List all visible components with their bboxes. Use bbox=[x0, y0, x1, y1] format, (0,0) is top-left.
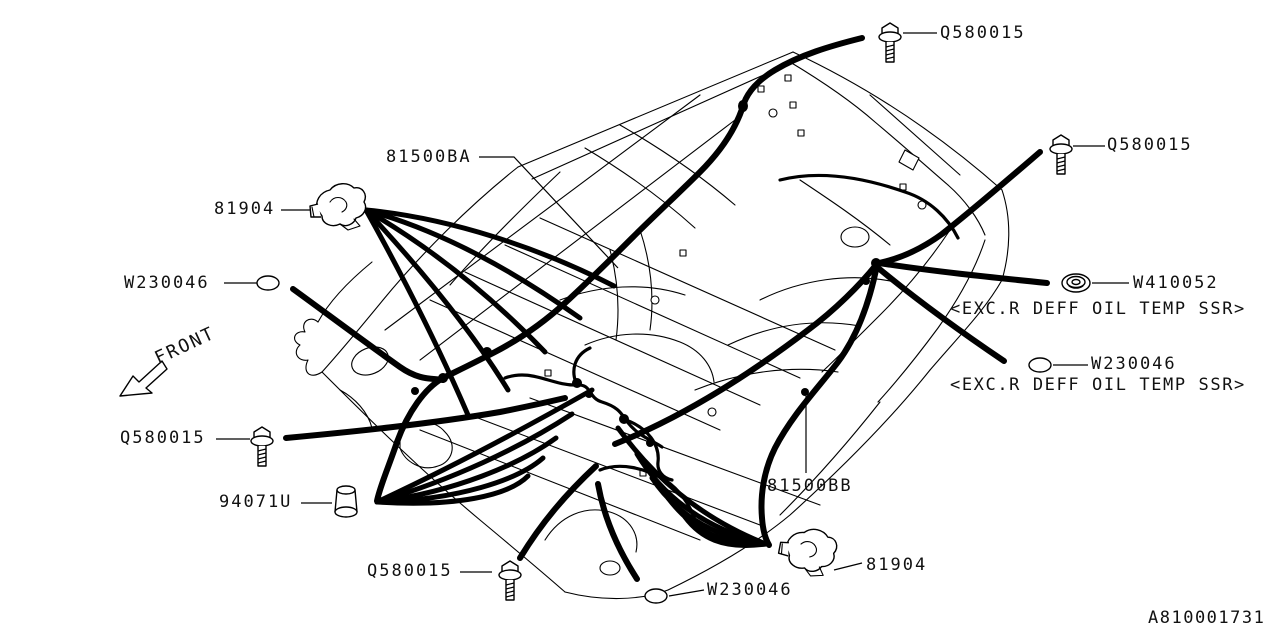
harness-lines bbox=[283, 35, 1050, 582]
part-label-81500bb: 81500BB bbox=[767, 476, 853, 496]
bolt-icon bbox=[878, 22, 902, 63]
front-arrow-icon bbox=[119, 360, 168, 397]
part-label-w230046-bottom: W230046 bbox=[707, 580, 793, 600]
grommet-icon bbox=[1061, 273, 1091, 293]
part-label-81904-top: 81904 bbox=[214, 199, 276, 219]
oval-clip-icon bbox=[1028, 357, 1052, 373]
part-label-q580015-right: Q580015 bbox=[1107, 135, 1193, 155]
oval-clip-icon bbox=[644, 588, 668, 604]
part-label-w230046-right: W230046 bbox=[1091, 354, 1177, 374]
cap-icon bbox=[334, 485, 358, 518]
clip-icon bbox=[309, 183, 367, 231]
oval-clip-icon bbox=[256, 275, 280, 291]
part-label-81500ba: 81500BA bbox=[386, 147, 472, 167]
part-label-94071u: 94071U bbox=[219, 492, 293, 512]
note-w410052: <EXC.R DEFF OIL TEMP SSR> bbox=[950, 299, 1246, 319]
part-label-w410052: W410052 bbox=[1133, 273, 1219, 293]
car-body-wireframe bbox=[294, 51, 1010, 600]
bolt-icon bbox=[250, 426, 274, 467]
part-label-q580015-bottom: Q580015 bbox=[367, 561, 453, 581]
part-label-81904-bottom: 81904 bbox=[866, 555, 928, 575]
part-label-q580015-top: Q580015 bbox=[940, 23, 1026, 43]
clip-icon bbox=[777, 528, 838, 577]
note-w230046-right: <EXC.R DEFF OIL TEMP SSR> bbox=[950, 375, 1246, 395]
part-label-w230046-left: W230046 bbox=[124, 273, 210, 293]
bolt-icon bbox=[1049, 134, 1073, 175]
part-label-q580015-left: Q580015 bbox=[120, 428, 206, 448]
diagram-number: A810001731 bbox=[1148, 608, 1266, 628]
leader-lines bbox=[216, 32, 1129, 597]
bolt-icon bbox=[498, 560, 522, 601]
